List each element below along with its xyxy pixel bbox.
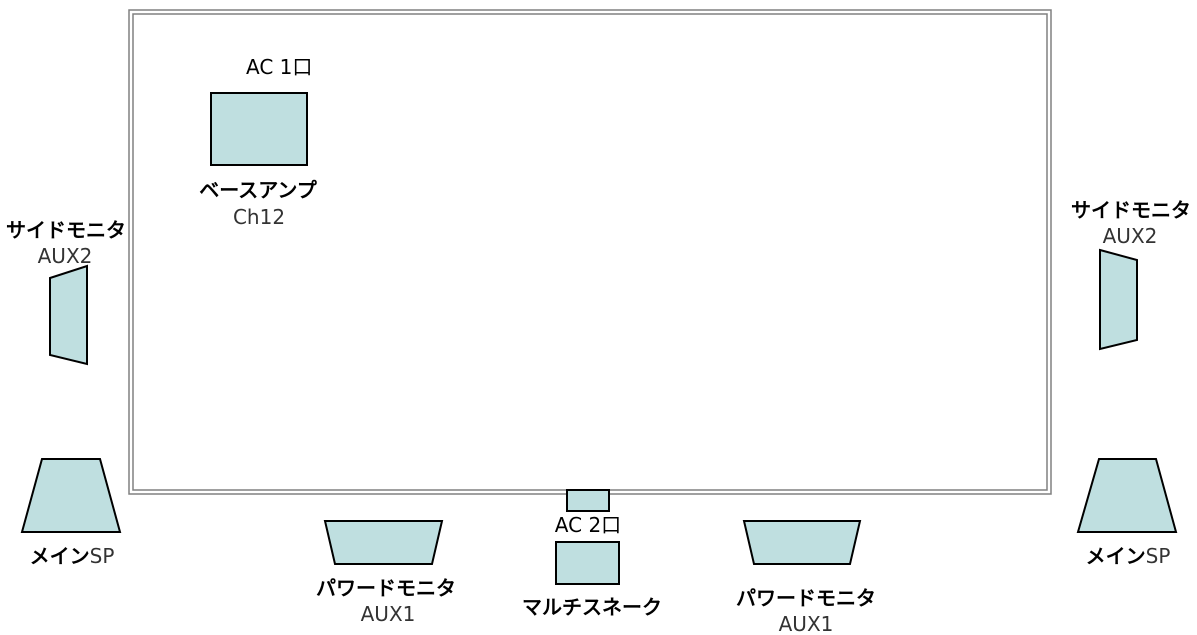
ac2-outlet-shape	[566, 489, 610, 512]
stage-outline-outer	[128, 9, 1052, 495]
multi-snake-name: マルチスネーク	[522, 595, 662, 619]
side-monitor-left-aux: AUX2	[37, 244, 93, 268]
stage-outline-inner	[132, 13, 1048, 491]
powered-monitor-right-name: パワードモニタ	[736, 586, 876, 610]
main-sp-right-label: メインSP	[1086, 544, 1171, 568]
ac2-outlet-label: AC 2口	[554, 513, 622, 537]
main-sp-left-shape	[20, 458, 122, 533]
powered-monitor-left-aux: AUX1	[360, 602, 416, 626]
bass-amp-name-label: ベースアンプ	[199, 178, 317, 202]
powered-monitor-left-name: パワードモニタ	[316, 576, 456, 600]
main-sp-left-name: メイン	[29, 544, 90, 568]
side-monitor-left-shape	[49, 264, 88, 366]
bass-amp-outlet-label: AC 1口	[246, 55, 313, 79]
main-sp-right-name: メイン	[1085, 544, 1146, 568]
side-monitor-left-name: サイドモニタ	[6, 218, 126, 242]
side-monitor-right-name: サイドモニタ	[1071, 198, 1191, 222]
main-sp-left-suffix: SP	[89, 544, 115, 568]
powered-monitor-right-shape	[742, 520, 862, 565]
powered-monitor-left-shape	[323, 520, 444, 565]
main-sp-left-label: メインSP	[30, 544, 115, 568]
main-sp-right-shape	[1076, 458, 1178, 533]
side-monitor-right-shape	[1099, 248, 1138, 351]
side-monitor-right-aux: AUX2	[1102, 224, 1158, 248]
powered-monitor-right-aux: AUX1	[778, 612, 834, 635]
bass-amp-shape	[210, 92, 308, 166]
main-sp-right-suffix: SP	[1145, 544, 1171, 568]
multi-snake-shape	[555, 541, 620, 585]
bass-amp-channel-label: Ch12	[232, 205, 286, 229]
